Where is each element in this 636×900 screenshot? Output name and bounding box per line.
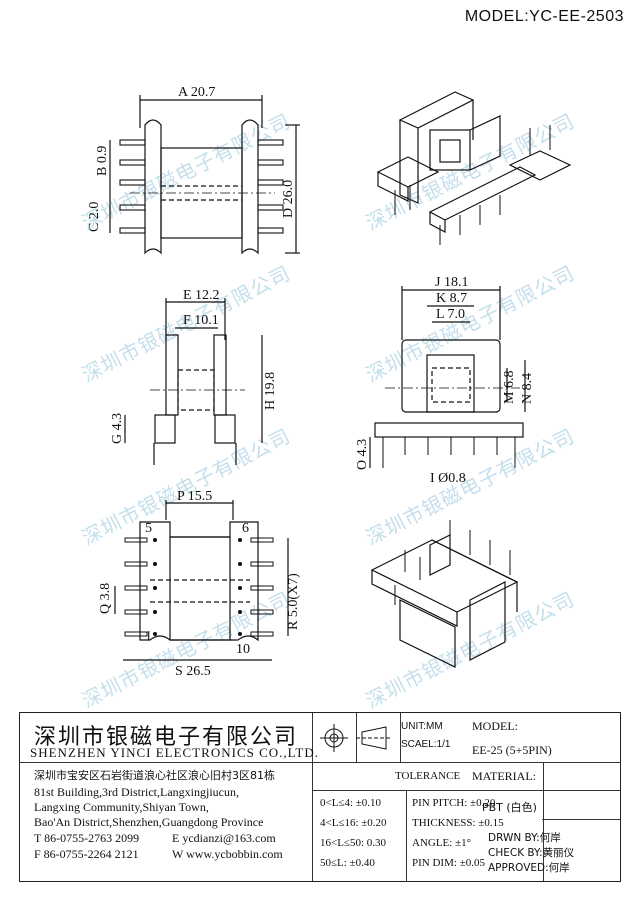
company-name-cn: 深圳市银磁电子有限公司	[34, 725, 299, 750]
tolerance-angle: ANGLE: ±1°	[412, 837, 472, 849]
dim-b: B 0.9	[95, 146, 110, 176]
dim-s: S 26.5	[175, 664, 211, 679]
tolerance-pin-pitch: PIN PITCH: ±0.20	[412, 797, 496, 809]
pin-label-1: 1	[145, 629, 152, 644]
drawn-by: DRWN BY:何岸	[488, 832, 561, 844]
isometric-view-bottom	[370, 520, 519, 668]
company-name-en: SHENZHEN YINCI ELECTRONICS CO.,LTD.	[30, 745, 319, 760]
address-en-line3: Bao'An District,Shenzhen,Guangdong Provi…	[34, 815, 264, 829]
approved-by: APPROVED:何岸	[488, 862, 570, 874]
model-value: EE-25 (5+5PIN)	[472, 743, 552, 757]
dim-n: N 8.4	[520, 373, 535, 404]
pin-label-6: 6	[242, 521, 249, 536]
address-en-line2: Langxing Community,Shiyan Town,	[34, 800, 209, 814]
address-en-line1: 81st Building,3rd District,Langxingjiucu…	[34, 785, 239, 799]
tolerance-50-up: 50≤L: ±0.40	[320, 857, 375, 869]
dim-i: I Ø0.8	[430, 471, 466, 486]
scale: SCAEL:1/1	[401, 739, 451, 750]
side-view: E 12.2 F 10.1 G 4.3 H 19.8	[110, 288, 278, 465]
dim-g: G 4.3	[110, 413, 125, 444]
tolerance-thickness: THICKNESS: ±0.15	[412, 817, 504, 829]
dim-p: P 15.5	[177, 489, 212, 504]
isometric-view-top	[376, 91, 572, 245]
checked-by: CHECK BY:黄丽仪	[488, 847, 575, 859]
fax: F 86-0755-2264 2121	[34, 847, 139, 861]
front-view: A 20.7 B 0.9 C 2.0 D 26.0	[87, 85, 300, 255]
dim-j: J 18.1	[435, 275, 468, 290]
technical-drawing: A 20.7 B 0.9 C 2.0 D 26.0	[87, 85, 572, 679]
tolerance-16-50: 16<L≤50: 0.30	[320, 837, 387, 849]
dim-k: K 8.7	[436, 291, 467, 306]
title-block: 深圳市银磁电子有限公司 SHENZHEN YINCI ELECTRONICS C…	[19, 712, 621, 882]
unit: UNIT:MM	[401, 721, 443, 732]
dim-r: R 5.0(X7)	[286, 573, 301, 630]
phone: T 86-0755-2763 2099	[34, 831, 140, 845]
pin-label-10: 10	[236, 642, 250, 657]
dim-o: O 4.3	[355, 439, 370, 470]
tolerance-4-16: 4<L≤16: ±0.20	[320, 817, 387, 829]
dim-q: Q 3.8	[98, 583, 113, 614]
model-header: MODEL:YC-EE-2503	[464, 8, 624, 25]
tolerance-0-4: 0<L≤4: ±0.10	[320, 797, 382, 809]
dim-d: D 26.0	[281, 180, 296, 218]
dim-h: H 19.8	[263, 372, 278, 410]
dim-f: F 10.1	[183, 313, 219, 328]
dim-e: E 12.2	[183, 288, 220, 303]
pin-label-5: 5	[145, 521, 152, 536]
dim-l: L 7.0	[436, 307, 465, 322]
material-value: PBT (白色)	[482, 801, 537, 814]
bottom-view: P 15.5 5 6 1 10 Q 3.8	[98, 489, 301, 679]
tolerance-pin-dim: PIN DIM: ±0.05	[412, 857, 485, 869]
material-label: MATERIAL:	[472, 769, 536, 783]
projection-symbol-icon	[320, 724, 391, 752]
dim-a: A 20.7	[178, 85, 215, 100]
email: E ycdianzi@163.com	[172, 831, 276, 845]
dim-m: M 6.8	[502, 371, 517, 404]
model-label: MODEL:	[472, 719, 518, 733]
end-view: J 18.1 K 8.7 L 7.0 M 6.8 N 8.4 O 4.3 I Ø…	[355, 275, 535, 486]
website: W www.ycbobbin.com	[172, 847, 283, 861]
tolerance-label: TOLERANCE	[395, 770, 461, 782]
address-cn: 深圳市宝安区石岩街道浪心社区浪心旧村3区81栋	[34, 769, 275, 782]
dim-c: C 2.0	[87, 202, 102, 232]
